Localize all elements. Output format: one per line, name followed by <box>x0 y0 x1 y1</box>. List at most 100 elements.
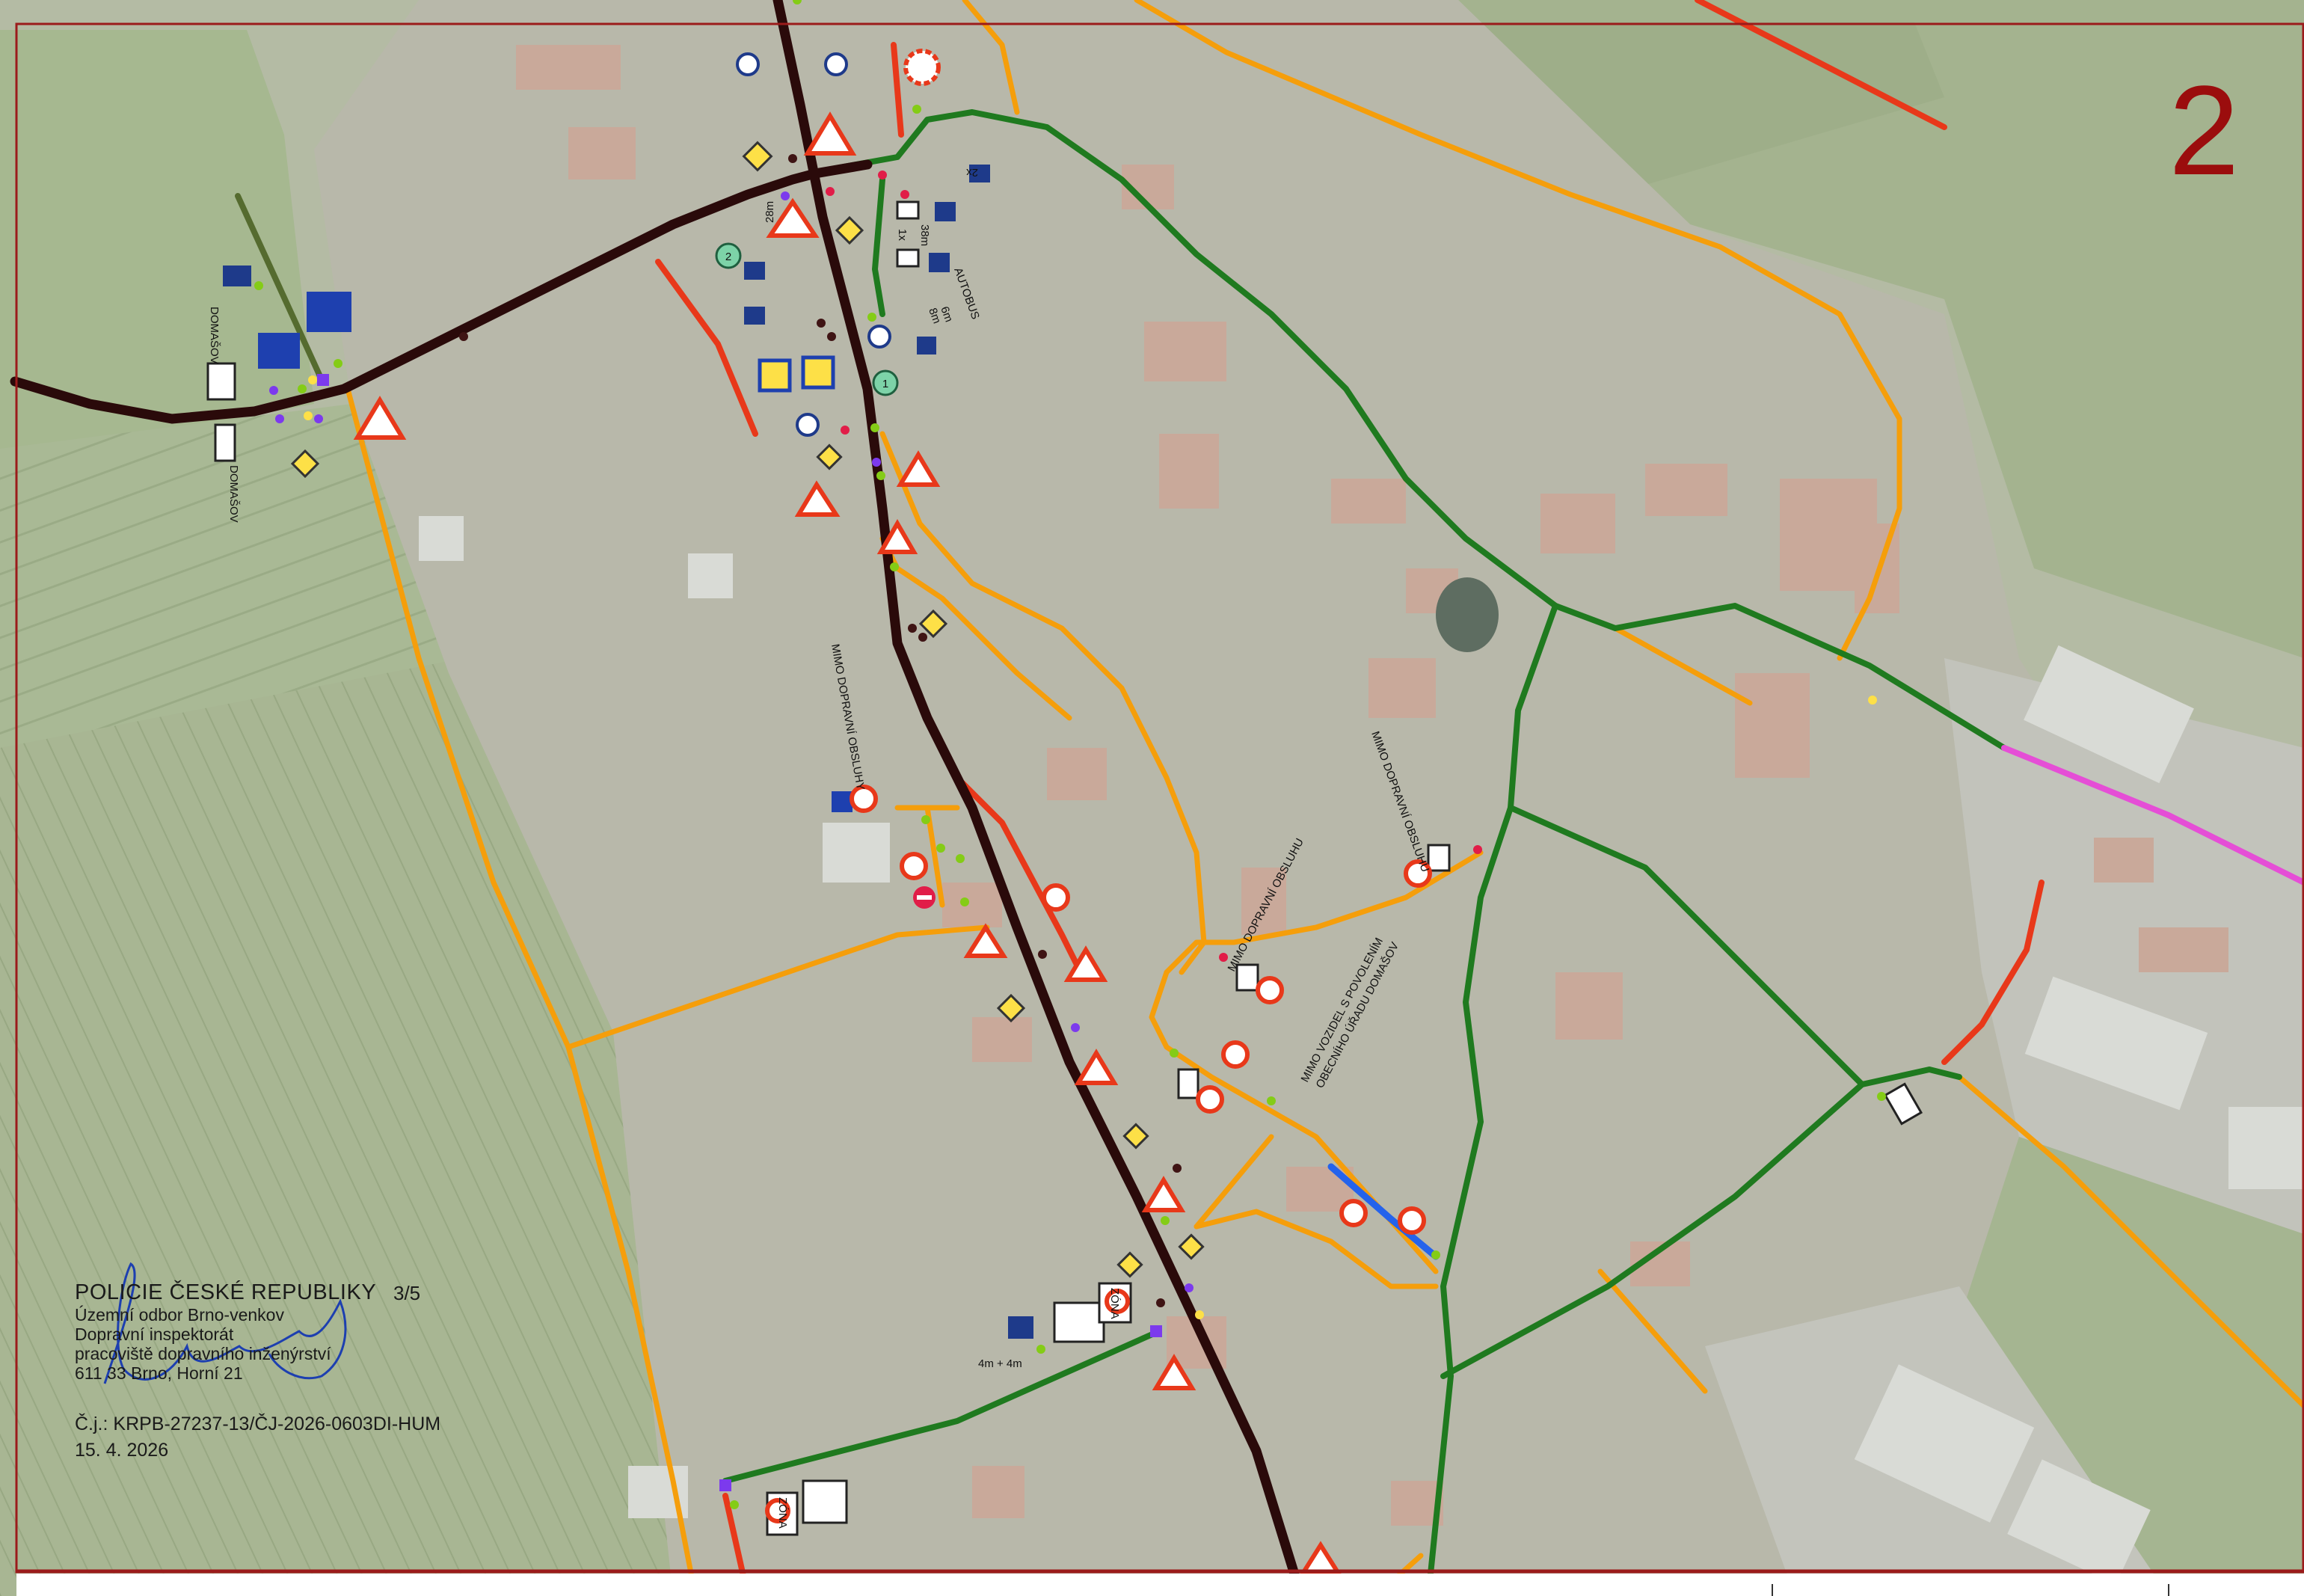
orange-route-east <box>1612 625 1753 706</box>
yellow-crossing-icon <box>758 358 792 393</box>
red-segment-b <box>891 42 904 138</box>
town-sign-icon <box>214 423 236 462</box>
priority-road-icon <box>918 609 948 639</box>
green-route-south-east <box>1508 805 1962 1087</box>
orange-route-loop-2 <box>1149 969 1439 1274</box>
field-left-bottom <box>0 658 673 1596</box>
halls <box>419 516 2304 1585</box>
red-segment-e <box>1941 880 2045 1065</box>
bottom-strip <box>16 1574 2304 1596</box>
marker-1-label: 1 <box>882 378 888 390</box>
main-road-spur <box>810 159 873 179</box>
olive-route <box>235 193 326 386</box>
numbered-marker-icon <box>715 242 742 269</box>
end-zone-sign-icon <box>1053 1301 1105 1343</box>
warning-triangle-icon <box>1152 1354 1196 1390</box>
orange-route-parking-2 <box>924 805 945 908</box>
magenta-route <box>2001 745 2304 886</box>
main-road-south <box>772 0 1306 1596</box>
warning-triangle-icon <box>1074 1049 1119 1085</box>
end-zone-sign-icon <box>802 1479 848 1524</box>
field-left-top <box>0 30 314 464</box>
label-zona-1: ZÓNA <box>1108 1288 1121 1319</box>
orange-route-south-2 <box>1194 1134 1274 1230</box>
marker-2-label: 2 <box>725 251 731 263</box>
no-entry-sign-icon <box>903 49 941 86</box>
warning-triangle-icon <box>353 396 407 440</box>
priority-road-icon <box>742 141 773 172</box>
orange-route-south <box>1194 1209 1439 1289</box>
label-dim-28m: 28m <box>764 201 776 223</box>
green-route-bottom-left <box>722 1328 1162 1484</box>
orange-route-inner <box>879 431 1207 975</box>
label-domasov-bottom: DOMAŠOV <box>227 465 240 523</box>
priority-road-icon <box>816 443 843 470</box>
info-sign-icon <box>307 292 351 332</box>
pond <box>1436 577 1499 652</box>
label-2x: 2x <box>966 166 978 179</box>
orange-route-east-2 <box>1956 1074 2304 1409</box>
no-left-turn-icon <box>900 852 928 880</box>
numbered-marker-icon <box>872 369 899 396</box>
orange-route-north-2 <box>962 0 1020 115</box>
blue-segment <box>1327 1163 1440 1260</box>
label-dim-4m: 4m + 4m <box>978 1357 1022 1370</box>
green-route-north <box>812 109 1558 609</box>
bus-stop-sign-icon <box>867 325 891 349</box>
orange-route-east-3 <box>1597 1268 1708 1394</box>
parking-sign-icon <box>935 202 956 221</box>
plate-sign-icon <box>1427 844 1451 872</box>
main-road-west <box>10 168 820 424</box>
route-end-marker <box>317 374 329 386</box>
no-vehicles-icon <box>1221 1040 1250 1069</box>
priority-road-icon <box>1116 1251 1143 1278</box>
label-zona-2: ZÓNA <box>776 1497 789 1529</box>
traffic-signs: 2 1 <box>206 0 1923 1584</box>
plate-sign-icon <box>896 200 920 220</box>
priority-road-icon <box>835 215 864 245</box>
field-left-middle <box>0 404 449 763</box>
warning-triangle-icon <box>963 923 1008 958</box>
orange-route-west-link <box>565 924 990 1050</box>
red-segment-c <box>954 775 1080 968</box>
orange-route-loop <box>1164 850 1484 975</box>
red-segment-d <box>1695 0 1947 130</box>
bus-stop-sign-icon <box>736 52 760 76</box>
legend-line-3: pracoviště dopravního inženýrství <box>75 1344 331 1363</box>
plate-sign-icon <box>1235 963 1259 992</box>
speed-limit-icon <box>765 1498 790 1523</box>
green-route-junction <box>1552 603 2007 751</box>
legend-line-2: Dopravní inspektorát <box>75 1325 234 1344</box>
warning-triangle-icon <box>1063 945 1108 982</box>
signature-mark <box>103 1262 347 1384</box>
priority-road-icon <box>1122 1123 1149 1150</box>
warning-triangle-icon <box>876 519 918 554</box>
orange-route-north <box>1134 0 1902 661</box>
town-sign-icon <box>206 362 236 401</box>
green-route-north-branch <box>872 177 885 317</box>
plate-sign-icon <box>1177 1068 1199 1099</box>
no-vehicles-icon <box>1398 1206 1426 1235</box>
green-route-center <box>1425 603 1558 1596</box>
plate-sign-icon <box>1883 1082 1923 1126</box>
label-dim-6m: 6m <box>938 305 955 324</box>
no-vehicles-icon <box>1404 859 1432 888</box>
warning-triangle-icon <box>803 111 857 156</box>
red-segment-a <box>655 259 758 437</box>
route-end-marker <box>719 1479 731 1491</box>
orange-routes <box>345 0 2304 1596</box>
legend-page: 3/5 <box>393 1282 421 1304</box>
warning-triangle-icon <box>766 197 820 238</box>
no-vehicles-icon <box>1256 976 1284 1004</box>
label-domasov-top: DOMAŠOV <box>208 307 221 364</box>
label-dim-8m: 8m <box>926 307 943 325</box>
priority-road-icon <box>290 449 320 479</box>
parking-sign-icon <box>929 253 950 272</box>
label-1x: 1x <box>896 229 909 241</box>
label-dim-38m: 38m <box>918 224 931 246</box>
industrial-area <box>1944 658 2304 1234</box>
legend-reference: Č.j.: KRPB-27237-13/ČJ-2026-0603DI-HUM <box>75 1414 441 1434</box>
green-routes <box>722 109 2007 1596</box>
parking-sign-icon <box>223 266 251 286</box>
